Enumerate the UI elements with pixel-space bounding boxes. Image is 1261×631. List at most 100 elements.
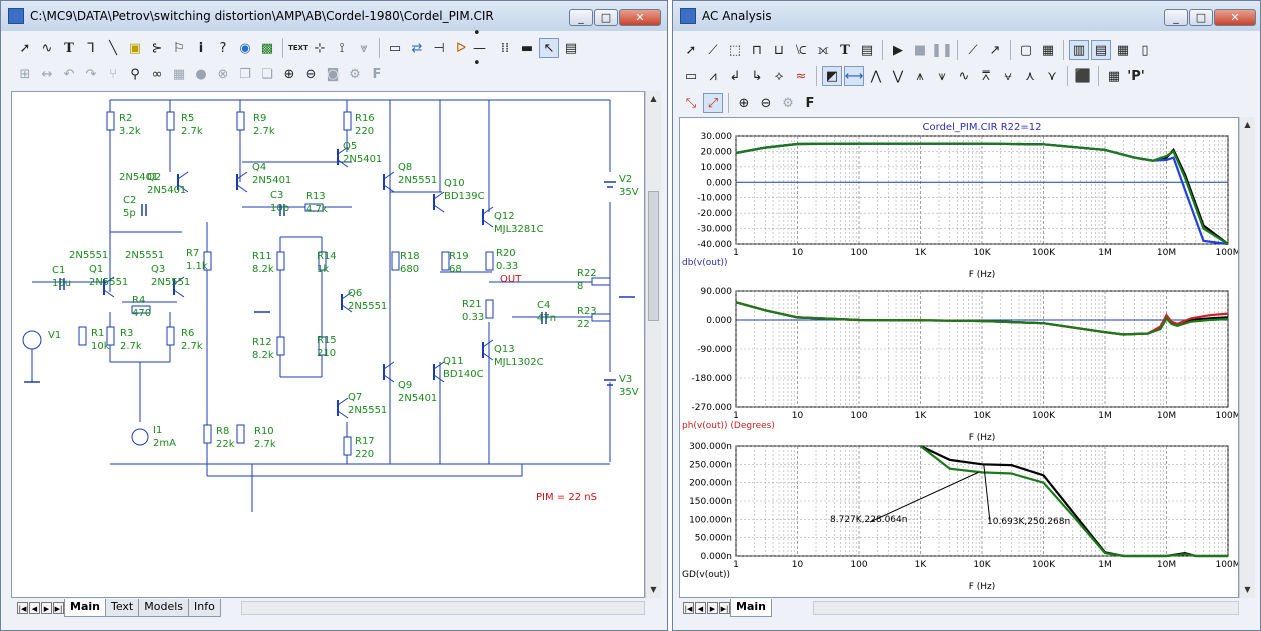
- minimize-button[interactable]: _: [569, 9, 593, 26]
- wire-bend-icon[interactable]: ⅂: [87, 40, 95, 56]
- line-icon[interactable]: ⟋: [968, 42, 978, 58]
- window-icon[interactable]: ▬: [520, 40, 534, 56]
- close-button[interactable]: ✕: [619, 9, 661, 26]
- tab-info[interactable]: Info: [188, 599, 221, 617]
- line-icon[interactable]: •—•: [473, 25, 486, 71]
- bottom-icon[interactable]: ⋎: [1047, 68, 1057, 84]
- flag-icon[interactable]: ⚐: [173, 40, 185, 56]
- valley-icon[interactable]: ⊔: [773, 42, 785, 58]
- zoom-box-icon[interactable]: ⬚: [728, 42, 742, 58]
- properties-icon[interactable]: ▤: [564, 40, 578, 56]
- tab-main[interactable]: Main: [730, 599, 772, 617]
- analysis-vertical-scrollbar[interactable]: ▲ ▼: [1239, 117, 1255, 598]
- slope-icon[interactable]: ⟈: [795, 42, 807, 58]
- center-icon[interactable]: ↔: [41, 66, 53, 82]
- properties-icon[interactable]: ▤: [860, 42, 874, 58]
- cursor-left-icon[interactable]: ↲: [729, 68, 741, 84]
- data-point-icon[interactable]: ⟡: [774, 68, 784, 84]
- minimize-button[interactable]: _: [1164, 9, 1188, 26]
- frame-icon[interactable]: ▢: [1019, 42, 1033, 58]
- gear-icon[interactable]: ⚙: [782, 95, 794, 111]
- last-page-icon[interactable]: ▶|: [719, 602, 730, 614]
- tab-text[interactable]: Text: [104, 599, 140, 617]
- stop-icon[interactable]: ●: [195, 66, 207, 82]
- top-icon[interactable]: ⋏: [1025, 68, 1035, 84]
- swap-icon[interactable]: ⇄: [411, 40, 423, 56]
- next-page-icon[interactable]: ▶: [41, 602, 52, 614]
- trace-icon[interactable]: ⩘: [709, 68, 717, 84]
- maximize-button[interactable]: □: [594, 9, 618, 26]
- measure-icon[interactable]: ⊣: [433, 40, 445, 56]
- text-icon[interactable]: T: [64, 40, 74, 56]
- cursor-mode-icon[interactable]: ↖: [539, 38, 559, 58]
- properties-dialog-icon[interactable]: ▦: [172, 66, 186, 82]
- info-note-icon[interactable]: ▣: [128, 40, 142, 56]
- copy-icon[interactable]: ❐: [239, 66, 251, 82]
- wire-icon[interactable]: ∿: [41, 40, 53, 56]
- branch-icon[interactable]: ⑂: [109, 66, 117, 82]
- tab-main[interactable]: Main: [64, 599, 106, 617]
- tile-horizontal-icon[interactable]: ▤: [1091, 40, 1111, 60]
- tile-vertical-icon[interactable]: ▥: [1069, 40, 1089, 60]
- tag-icon[interactable]: ⬛: [1074, 68, 1092, 84]
- chart-icon[interactable]: ◩: [822, 66, 842, 86]
- peak-icon[interactable]: ⊓: [751, 42, 763, 58]
- scroll-up-arrow-icon[interactable]: ▲: [650, 94, 657, 103]
- scroll-thumb[interactable]: [648, 191, 659, 321]
- cursor-right-icon[interactable]: ↳: [751, 68, 763, 84]
- grid-icon[interactable]: ▦: [1041, 42, 1055, 58]
- cursor-a-icon[interactable]: ⤡: [685, 95, 697, 111]
- camera-icon[interactable]: ◙: [326, 66, 340, 82]
- gate-icon[interactable]: ᐅ: [456, 40, 466, 56]
- component-icon[interactable]: ⊱: [151, 40, 163, 56]
- zoom-out-icon[interactable]: ⊖: [305, 66, 317, 82]
- horizontal-cursor-icon[interactable]: ⟷: [844, 66, 864, 86]
- arrow-line-icon[interactable]: ↗: [989, 42, 1001, 58]
- text-mode-icon[interactable]: TEXT: [288, 44, 308, 52]
- gear-icon[interactable]: ⚙: [349, 66, 361, 82]
- prev-page-icon[interactable]: ◀: [695, 602, 706, 614]
- waveform-icon[interactable]: ≈: [795, 68, 807, 84]
- probe-icon[interactable]: ▩: [260, 40, 274, 56]
- scroll-down-arrow-icon[interactable]: ▼: [1244, 585, 1251, 594]
- redo-icon[interactable]: ↷: [85, 66, 97, 82]
- tab-models[interactable]: Models: [138, 599, 189, 617]
- valley-next-icon[interactable]: ⋁: [892, 68, 904, 84]
- grid-snap-icon[interactable]: ⊹: [314, 40, 326, 56]
- global-high-icon[interactable]: ⩞: [982, 68, 990, 84]
- numbers-icon[interactable]: ▭: [388, 40, 402, 56]
- table-icon[interactable]: ▦: [1107, 68, 1121, 84]
- ac-titlebar[interactable]: AC Analysis _ □ ✕: [673, 1, 1260, 31]
- peak-next-icon[interactable]: ⋀: [870, 68, 882, 84]
- p-key-icon[interactable]: 'P': [1127, 68, 1145, 84]
- align-icon[interactable]: ⊞: [19, 66, 31, 82]
- stop-icon[interactable]: ■: [913, 42, 927, 58]
- paste-icon[interactable]: ❏: [261, 66, 273, 82]
- scroll-down-arrow-icon[interactable]: ▼: [650, 585, 657, 594]
- zoom-in-icon[interactable]: ⊕: [283, 66, 295, 82]
- select-arrow-icon[interactable]: ➚: [19, 40, 31, 56]
- first-page-icon[interactable]: |◀: [17, 602, 28, 614]
- first-page-icon[interactable]: |◀: [683, 602, 694, 614]
- last-page-icon[interactable]: ▶|: [53, 602, 64, 614]
- dots-grid-icon[interactable]: ⁞⁞: [500, 40, 510, 56]
- pause-icon[interactable]: ❚❚: [931, 42, 953, 58]
- undo-icon[interactable]: ↶: [63, 66, 75, 82]
- select-arrow-icon[interactable]: ➚: [685, 42, 697, 58]
- tile-icon[interactable]: ▦: [1116, 42, 1130, 58]
- pin-icon[interactable]: ⟟: [339, 40, 345, 56]
- scroll-up-arrow-icon[interactable]: ▲: [1244, 120, 1251, 129]
- maximize-button[interactable]: □: [1189, 9, 1213, 26]
- schematic-horizontal-scrollbar[interactable]: [241, 601, 645, 615]
- zoom-in-icon[interactable]: ⊕: [738, 95, 750, 111]
- font-icon[interactable]: F: [805, 95, 815, 111]
- close-button[interactable]: ✕: [1214, 9, 1256, 26]
- split-icon[interactable]: ▯: [1141, 42, 1149, 58]
- font-icon[interactable]: F: [372, 66, 382, 82]
- box-icon[interactable]: ▭: [684, 68, 698, 84]
- measure-icon[interactable]: ⟗: [817, 42, 829, 58]
- diagonal-line-icon[interactable]: ╲: [109, 40, 117, 56]
- schematic-vertical-scrollbar[interactable]: ▲ ▼: [645, 91, 661, 598]
- schematic-titlebar[interactable]: C:\MC9\DATA\Petrov\switching distortion\…: [1, 1, 667, 31]
